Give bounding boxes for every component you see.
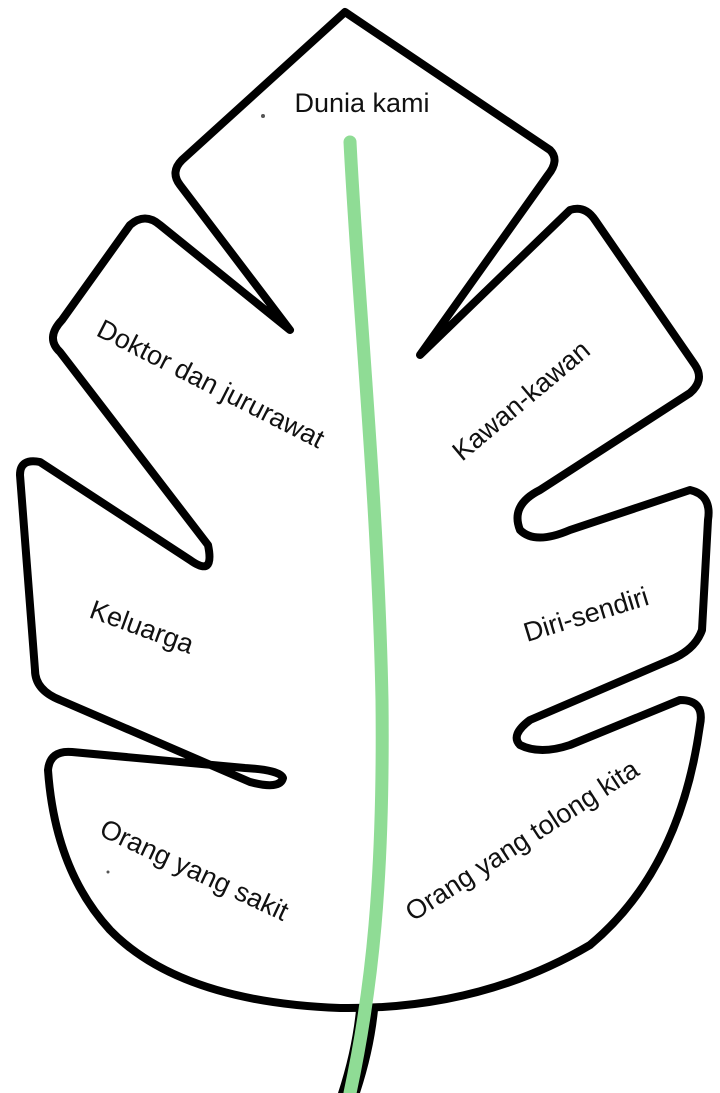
label-top: Dunia kami <box>294 88 429 118</box>
leaf-outline <box>20 12 709 1008</box>
stray-mark <box>261 114 265 118</box>
stray-mark <box>107 871 110 874</box>
